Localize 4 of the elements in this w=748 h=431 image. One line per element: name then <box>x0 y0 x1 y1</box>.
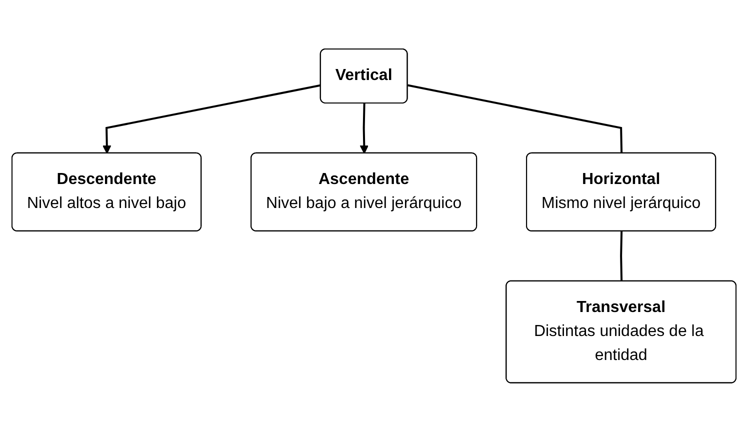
arrow <box>360 103 369 154</box>
connector <box>620 230 623 281</box>
arrow <box>102 84 322 154</box>
connector <box>408 84 623 154</box>
